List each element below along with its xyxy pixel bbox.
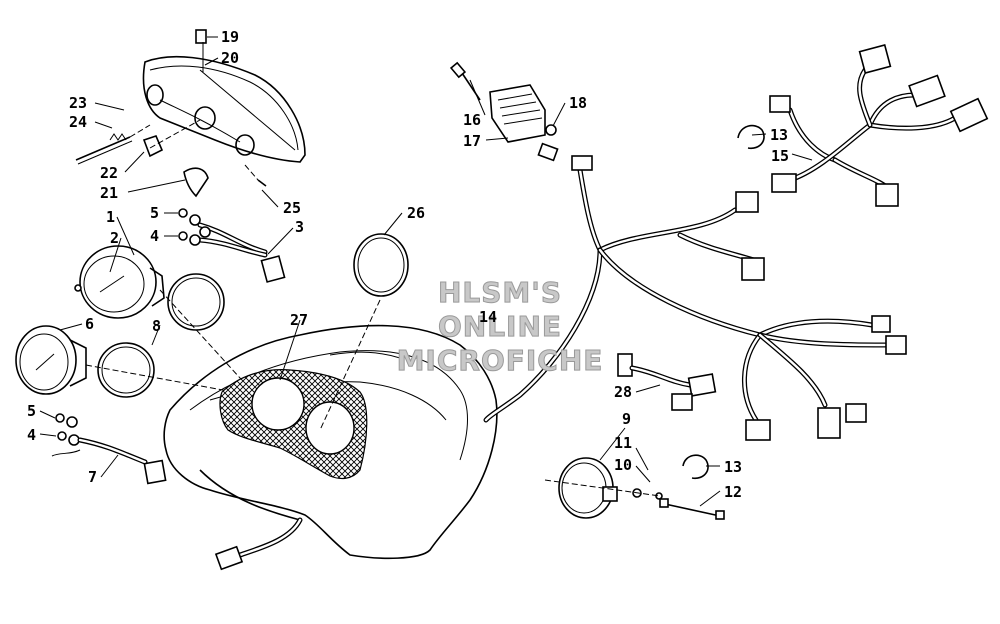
callout-23: 23 xyxy=(69,94,87,112)
speedometer-gauge xyxy=(74,245,165,319)
callout-1: 1 xyxy=(106,208,115,226)
callout-7: 7 xyxy=(88,468,97,486)
callout-28: 28 xyxy=(614,383,632,401)
callout-16: 16 xyxy=(463,111,481,129)
callout-3: 3 xyxy=(295,218,304,236)
callout-18: 18 xyxy=(569,94,587,112)
callout-11: 11 xyxy=(614,434,632,452)
callout-21: 21 xyxy=(100,184,118,202)
voltage-regulator xyxy=(449,61,559,162)
callout-13-upper: 13 xyxy=(770,126,788,144)
callout-14: 14 xyxy=(479,308,497,326)
watermark-line-1: HLSM'S xyxy=(438,276,562,309)
adjuster-screw xyxy=(75,124,151,165)
speedometer-harness xyxy=(178,208,286,283)
instrument-console xyxy=(163,299,498,571)
callout-26: 26 xyxy=(407,204,425,222)
accessory-harness xyxy=(617,353,717,411)
callout-4-lower: 4 xyxy=(27,426,36,444)
headlight-bulb xyxy=(142,119,209,198)
callout-6: 6 xyxy=(85,315,94,333)
speedometer-seal-ring xyxy=(167,273,225,331)
callout-8: 8 xyxy=(152,317,161,335)
callout-19: 19 xyxy=(221,28,239,46)
callout-5-upper: 5 xyxy=(150,204,159,222)
callout-24: 24 xyxy=(69,113,87,131)
headlight-housing xyxy=(142,29,306,163)
callout-2: 2 xyxy=(110,229,119,247)
callout-4-upper: 4 xyxy=(150,227,159,245)
callout-labels: 19 20 23 24 22 21 25 1 2 5 4 3 6 8 27 26… xyxy=(27,28,789,501)
callout-22: 22 xyxy=(100,164,118,182)
console-gasket-ring xyxy=(353,233,409,297)
callout-20: 20 xyxy=(221,49,239,67)
spring-pin xyxy=(257,179,267,187)
watermark-line-2: ONLINE xyxy=(438,310,562,343)
tachometer-gauge xyxy=(15,325,87,395)
callout-10: 10 xyxy=(614,456,632,474)
callout-12: 12 xyxy=(724,483,742,501)
callout-25: 25 xyxy=(283,199,301,217)
callout-9: 9 xyxy=(622,410,631,428)
watermark: HLSM'S ONLINE MICROFICHE xyxy=(396,276,604,378)
tachometer-harness xyxy=(51,413,167,485)
secondary-wiring-harness xyxy=(769,44,989,207)
callout-13-lower: 13 xyxy=(724,458,742,476)
callout-5-lower: 5 xyxy=(27,402,36,420)
callout-27: 27 xyxy=(290,311,308,329)
auxiliary-gauge xyxy=(544,457,725,520)
wire-clamp-bottom xyxy=(682,454,709,480)
main-wiring-harness xyxy=(483,155,907,441)
callout-15: 15 xyxy=(771,147,789,165)
watermark-line-3: MICROFICHE xyxy=(397,344,604,377)
wire-clamp-top xyxy=(737,124,765,150)
retainer-clip xyxy=(195,29,207,44)
tachometer-seal-ring xyxy=(97,342,155,398)
leader-lines xyxy=(39,36,813,507)
callout-17: 17 xyxy=(463,132,481,150)
